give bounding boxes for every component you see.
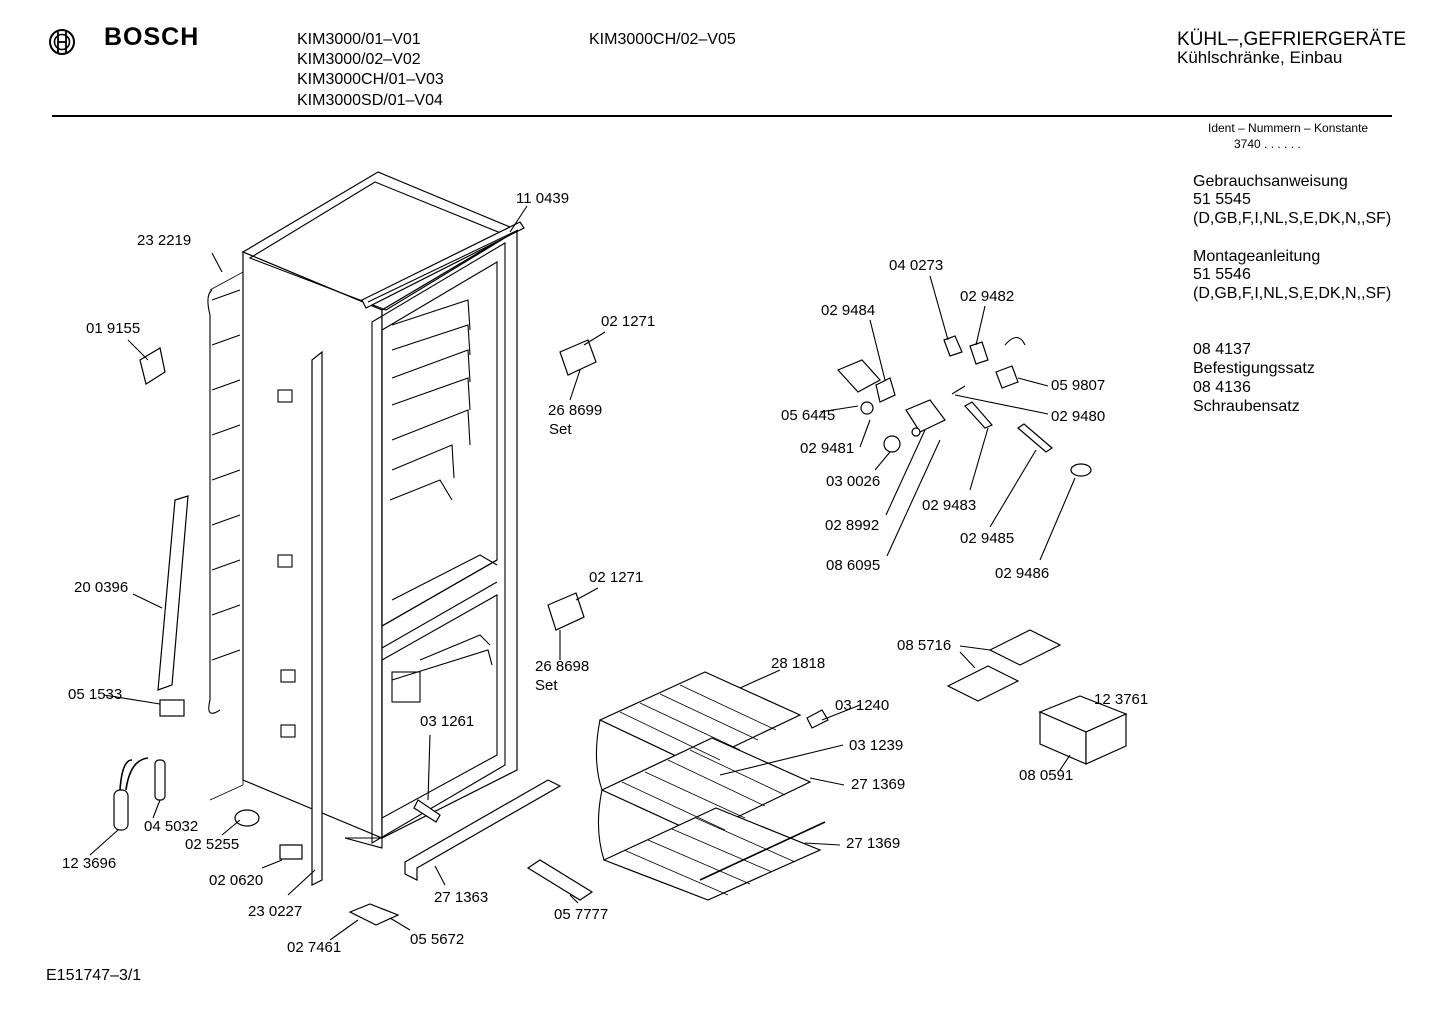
label-085716: 08 5716 (897, 637, 952, 654)
label-031261: 03 1261 (420, 713, 475, 730)
label-029484: 02 9484 (821, 302, 876, 319)
condenser-coil (207, 271, 244, 801)
label-123696: 12 3696 (62, 855, 117, 872)
screw-kit-label: Schraubensatz (1193, 398, 1300, 415)
brand-name: BOSCH (104, 23, 200, 51)
cover-057777 (526, 859, 594, 901)
label-271363: 27 1363 (434, 889, 489, 906)
base-rail-271363 (404, 779, 562, 881)
label-029480: 02 9480 (1051, 408, 1106, 425)
label-031239: 03 1239 (849, 737, 904, 754)
rod-271369 (699, 821, 826, 881)
screw-kit-number: 08 4136 (1193, 379, 1251, 396)
label-057777: 05 7777 (554, 906, 609, 923)
sensor-123696 (113, 757, 166, 831)
label-029482: 02 9482 (960, 288, 1015, 305)
clip-031240 (806, 709, 829, 729)
trim-strip-200396 (157, 495, 189, 691)
hinge-set-268698 (547, 592, 585, 631)
label-040273: 04 0273 (889, 257, 944, 274)
label-059807: 05 9807 (1051, 377, 1106, 394)
model-4: KIM3000SD/01–V04 (297, 92, 443, 109)
fixing-kit-label: Befestigungssatz (1193, 360, 1315, 377)
label-021271-a: 02 1271 (601, 313, 656, 330)
model-3: KIM3000CH/01–V03 (297, 71, 444, 88)
label-029481: 02 9481 (800, 440, 855, 457)
label-020620: 02 0620 (209, 872, 264, 889)
label-123761: 12 3761 (1094, 691, 1149, 708)
ice-maker-123761 (1038, 695, 1128, 765)
label-set-1: Set (549, 421, 572, 438)
hinge-027461 (348, 903, 400, 926)
manual-languages: (D,GB,F,I,NL,S,E,DK,N,,SF) (1193, 210, 1392, 227)
label-029483: 02 9483 (922, 497, 977, 514)
foot-025255 (234, 809, 260, 827)
hinge-019155 (139, 347, 166, 385)
label-028992: 02 8992 (825, 517, 880, 534)
bosch-armature-icon (49, 29, 75, 55)
label-019155: 01 9155 (86, 320, 141, 337)
category-title: KÜHL–,GEFRIERGERÄTE (1177, 29, 1407, 50)
label-200396: 20 0396 (74, 579, 129, 596)
leader-lines (89, 205, 1076, 941)
label-080591: 08 0591 (1019, 767, 1074, 784)
cabinet-housing (241, 171, 525, 858)
clip-051533 (159, 699, 185, 717)
label-086095: 08 6095 (826, 557, 881, 574)
label-271369-a: 27 1369 (851, 776, 906, 793)
drawing-id: E151747–3/1 (46, 967, 142, 984)
evaporator-281818 (595, 671, 822, 901)
label-110439: 11 0439 (516, 190, 570, 207)
clip-031261 (413, 799, 441, 823)
label-029486: 02 9486 (995, 565, 1050, 582)
header-rule (52, 115, 1392, 117)
label-029485: 02 9485 (960, 530, 1015, 547)
label-051533: 05 1533 (68, 686, 123, 703)
manual-number: 51 5545 (1193, 191, 1251, 208)
ice-tray-085716 (946, 629, 1062, 702)
model-5: KIM3000CH/02–V05 (589, 31, 736, 48)
trim-strip-230227 (311, 350, 323, 886)
hinge-set-268699 (559, 339, 597, 376)
label-281818: 28 1818 (771, 655, 826, 672)
label-271369-b: 27 1369 (846, 835, 901, 852)
label-230227: 23 0227 (248, 903, 303, 920)
model-2: KIM3000/02–V02 (297, 51, 421, 68)
label-027461: 02 7461 (287, 939, 342, 956)
model-1: KIM3000/01–V01 (297, 31, 421, 48)
label-030026: 03 0026 (826, 473, 881, 490)
label-045032: 04 5032 (144, 818, 199, 835)
label-232219: 23 2219 (137, 232, 192, 249)
ident-value: 3740 . . . . . . (1234, 137, 1301, 151)
fixing-kit-number: 08 4137 (1193, 341, 1251, 358)
label-021271-b: 02 1271 (589, 569, 644, 586)
manual-label: Gebrauchsanweisung (1193, 173, 1348, 190)
label-268699: 26 8699 (548, 402, 603, 419)
label-268698: 26 8698 (535, 658, 590, 675)
subcategory-title: Kühlschränke, Einbau (1177, 48, 1343, 67)
label-set-2: Set (535, 677, 558, 694)
mount-label: Montageanleitung (1193, 248, 1321, 265)
bracket-020620 (279, 844, 303, 860)
label-031240: 03 1240 (835, 697, 890, 714)
label-025255: 02 5255 (185, 836, 240, 853)
mount-number: 51 5546 (1193, 266, 1251, 283)
label-056445: 05 6445 (781, 407, 836, 424)
ident-label: Ident – Nummern – Konstante (1208, 121, 1369, 135)
control-group (836, 335, 1092, 477)
label-055672: 05 5672 (410, 931, 465, 948)
mount-languages: (D,GB,F,I,NL,S,E,DK,N,,SF) (1193, 285, 1392, 302)
